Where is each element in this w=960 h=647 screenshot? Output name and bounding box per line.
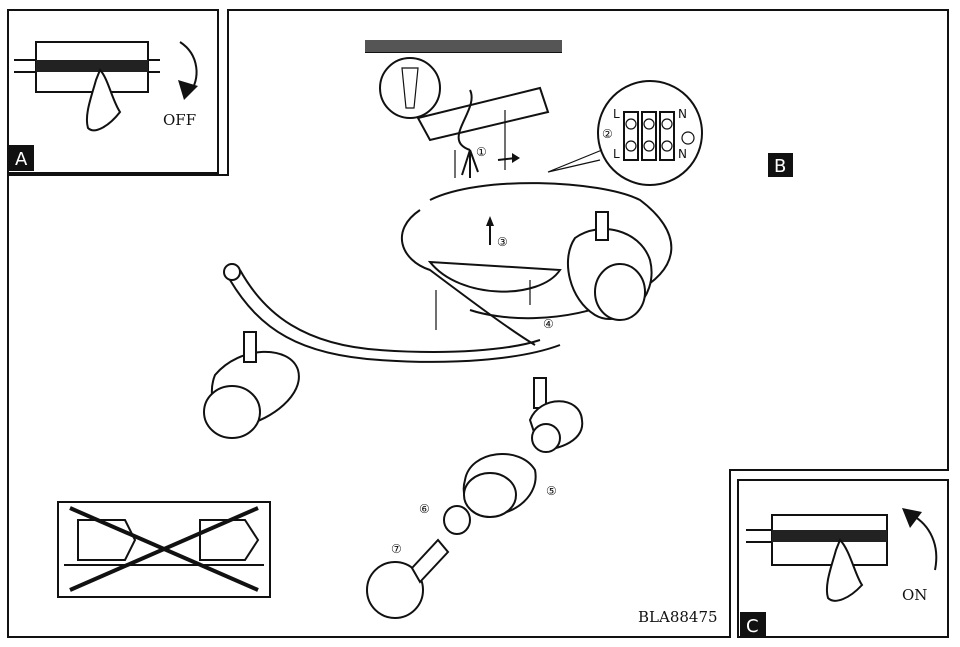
spotlight-right-top [566, 211, 653, 321]
terminal-l-top: L [613, 107, 620, 121]
terminal-n-top: N [678, 107, 687, 121]
model-code: BLA88475 [638, 608, 718, 626]
step-3-marker: ③ [497, 235, 508, 249]
incorrect-orientation-warning [57, 501, 271, 598]
ceiling-hatch [365, 40, 562, 53]
wall-plug-detail [379, 57, 441, 119]
terminal-n-bottom: N [678, 147, 687, 161]
off-label: OFF [163, 111, 196, 129]
main-frame [7, 9, 949, 638]
earth-icon [681, 131, 695, 145]
step-7-marker: ⑦ [391, 542, 402, 556]
breaker-on-illustration [746, 508, 938, 602]
panel-c-label: C [746, 616, 759, 637]
step-2-marker: ② [602, 127, 613, 141]
step-1-marker: ① [476, 145, 487, 159]
rail-ring [429, 182, 673, 320]
panel-c-frame [737, 479, 949, 638]
step-5-marker: ⑤ [546, 484, 557, 498]
panel-b-label: B [774, 156, 786, 177]
ceiling-canopy [427, 260, 562, 293]
panel-b-badge [768, 153, 793, 177]
panel-c-badge [740, 612, 766, 637]
panel-a-frame [7, 9, 219, 174]
terminal-l-bottom: L [613, 147, 620, 161]
panel-a-label: A [15, 149, 28, 170]
breaker-off-illustration [14, 41, 198, 132]
spotlight-left [203, 331, 300, 439]
arrow-up-icon [902, 508, 922, 528]
on-label: ON [902, 586, 927, 604]
step-4-marker: ④ [543, 317, 554, 331]
mounting-bracket [416, 86, 550, 142]
power-cable [457, 89, 479, 178]
spotlight-disassembled [366, 377, 584, 619]
arrow-down-icon [178, 80, 198, 100]
panel-a-badge [9, 145, 34, 171]
step-6-marker: ⑥ [419, 502, 430, 516]
